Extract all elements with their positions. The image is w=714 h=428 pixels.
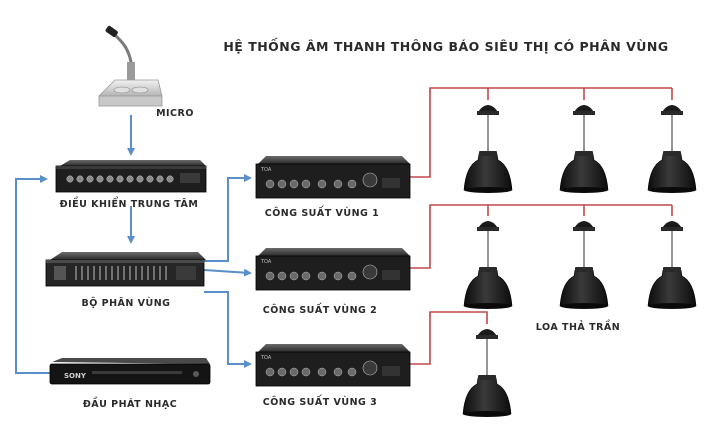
amplifier-zone-1: TOA CÔNG SUẤT VÙNG 1: [255, 156, 411, 219]
label-micro: MICRO: [156, 108, 194, 119]
label-amp3: CÔNG SUẤT VÙNG 3: [263, 395, 378, 408]
label-speakers: LOA THẢ TRẦN: [536, 320, 620, 333]
label-amp1: CÔNG SUẤT VÙNG 1: [265, 206, 380, 219]
diagram-title: HỆ THỐNG ÂM THANH THÔNG BÁO SIÊU THỊ CÓ …: [223, 37, 668, 54]
wire-zone2: [410, 204, 672, 269]
wire-zone3: [410, 311, 488, 365]
label-controller: ĐIỀU KHIỂN TRUNG TÂM: [60, 197, 199, 210]
label-player: ĐẦU PHÁT NHẠC: [83, 397, 177, 410]
line-zoner-amp2: [203, 268, 252, 277]
amp-brand: TOA: [260, 259, 272, 265]
line-zoner-amp3: [204, 291, 252, 368]
ceiling-speaker-icon: [463, 221, 513, 309]
amplifier-zone-2: TOA CÔNG SUẤT VÙNG 2: [255, 248, 411, 316]
wire-zone1: [410, 87, 672, 178]
ceiling-speaker-icon: [647, 105, 697, 193]
amplifier-icon: TOA: [255, 156, 411, 199]
label-amp2: CÔNG SUẤT VÙNG 2: [263, 303, 378, 316]
microphone-icon: [98, 25, 163, 107]
ceiling-speaker-icon: [559, 105, 609, 193]
ceiling-speaker-icon: [462, 329, 512, 417]
ceiling-speakers: [462, 105, 697, 417]
label-zoner: BỘ PHÂN VÙNG: [82, 297, 171, 309]
amplifier-icon: TOA: [255, 248, 411, 291]
amplifier-zone-3: TOA CÔNG SUẤT VÙNG 3: [255, 344, 411, 408]
speaker-wires: [410, 87, 673, 365]
ceiling-speaker-icon: [463, 105, 513, 193]
rack-controller-icon: [55, 160, 207, 193]
amplifier-icon: TOA: [255, 344, 411, 387]
dvd-brand: SONY: [64, 372, 87, 380]
amp-brand: TOA: [260, 167, 272, 173]
line-player-controller: [15, 175, 50, 374]
dvd-player-icon: SONY: [49, 358, 211, 385]
ceiling-speaker-icon: [647, 221, 697, 309]
rack-zoner-icon: [45, 252, 206, 287]
line-zoner-amp1: [204, 174, 252, 262]
signal-lines: [15, 115, 252, 374]
amp-brand: TOA: [260, 355, 272, 361]
ceiling-speaker-icon: [559, 221, 609, 309]
